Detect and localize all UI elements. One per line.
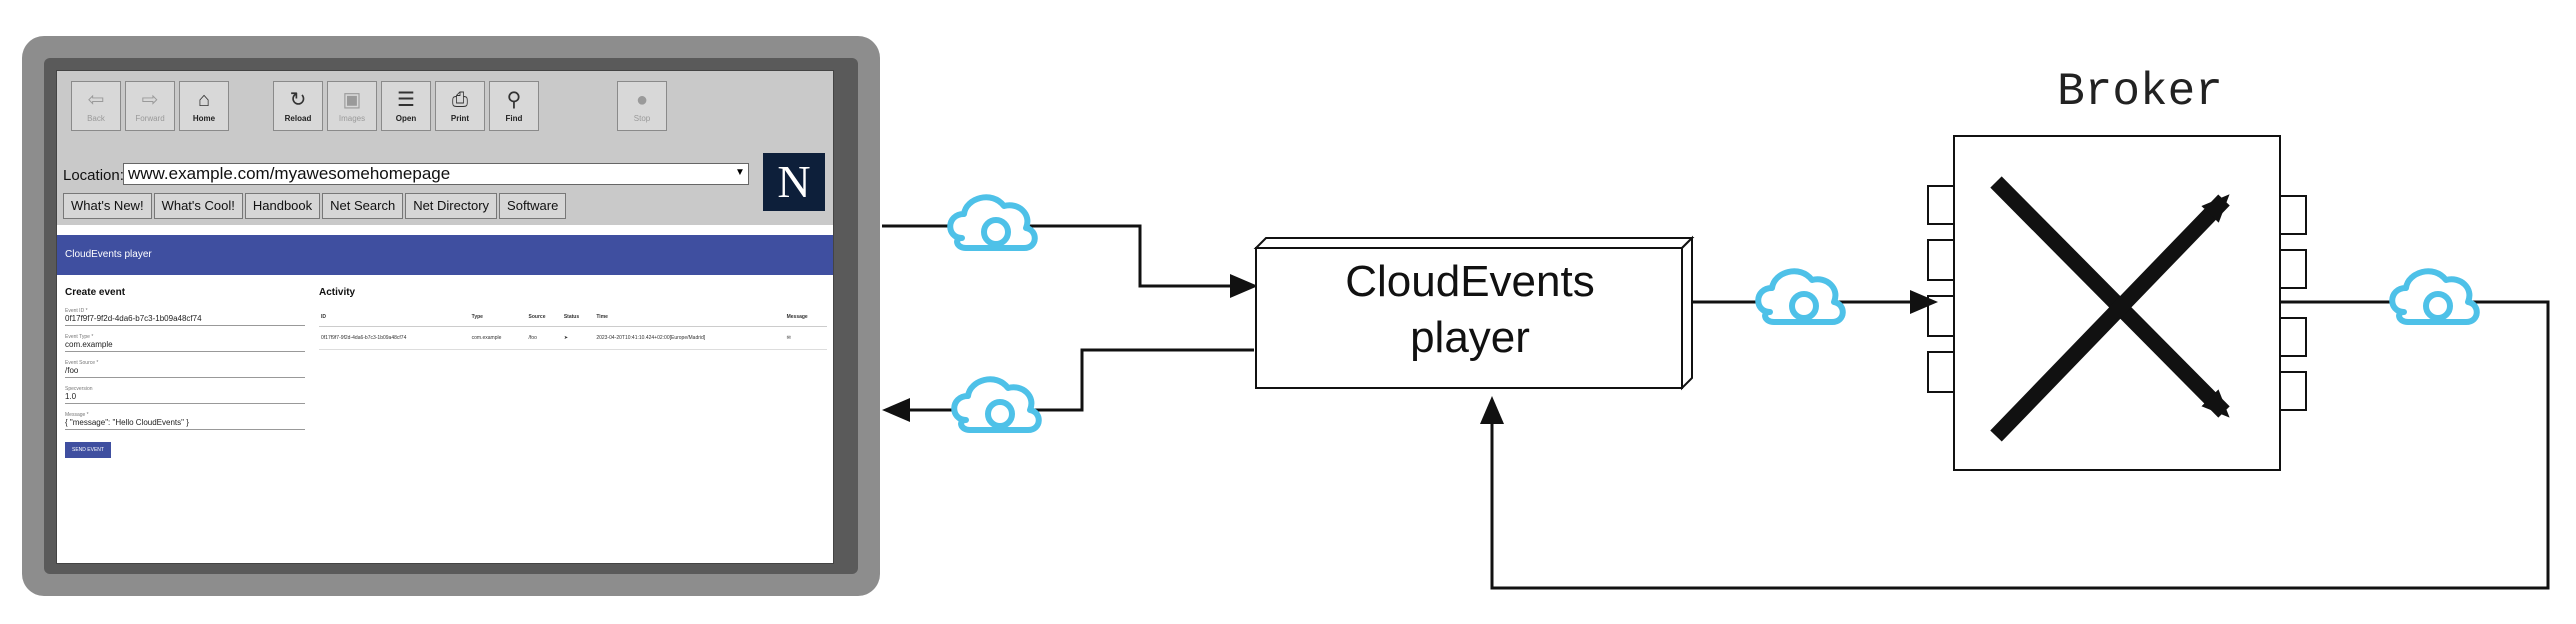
whats-cool-button[interactable]: What's Cool! (153, 193, 243, 219)
dropdown-arrow-icon[interactable]: ▼ (735, 167, 745, 178)
directory-buttons: What's New! What's Cool! Handbook Net Se… (63, 193, 567, 219)
send-event-button[interactable]: SEND EVENT (65, 442, 111, 458)
open-icon: ☰ (397, 88, 415, 111)
stop-button[interactable]: ● Stop (617, 81, 667, 131)
open-button[interactable]: ☰ Open (381, 81, 431, 131)
column-header: ID (319, 308, 470, 327)
cloudevents-player-node (1253, 235, 1695, 391)
net-search-button[interactable]: Net Search (322, 193, 404, 219)
broker-node (1927, 135, 2307, 471)
activity-title: Activity (319, 287, 356, 298)
images-button[interactable]: ▣ Images (327, 81, 377, 131)
home-icon: ⌂ (197, 88, 211, 111)
message-field[interactable]: Message * { "message": "Hello CloudEvent… (65, 412, 305, 430)
images-icon: ▣ (342, 88, 362, 111)
find-icon: ⚲ (506, 88, 522, 111)
connector-browser-to-player (882, 224, 1258, 298)
whats-new-button[interactable]: What's New! (63, 193, 152, 219)
column-header: Message (784, 308, 827, 327)
message-icon[interactable]: ✉ (784, 326, 827, 350)
activity-panel: Activity ID Type Source Status Time Mess… (319, 287, 827, 350)
location-label: Location: (63, 167, 124, 184)
location-bar: Location: www.example.com/myawesomehomep… (57, 157, 833, 225)
cloudevents-icon (951, 376, 1042, 433)
cloudevents-icon (947, 194, 1038, 251)
find-button[interactable]: ⚲ Find (489, 81, 539, 131)
forward-button[interactable]: ⇨ Forward (125, 81, 175, 131)
app-header: CloudEvents player (57, 235, 833, 275)
event-type-field[interactable]: Event Type * com.example (65, 334, 305, 352)
cloudevents-icon (1755, 268, 1846, 325)
home-button[interactable]: ⌂ Home (179, 81, 229, 131)
print-icon: ⎙ (452, 88, 468, 111)
event-id-field[interactable]: Event ID * 0f17f9f7-9f2d-4da6-b7c3-1b09a… (65, 308, 305, 326)
connector-player-to-browser (882, 348, 1254, 422)
column-header: Status (561, 308, 595, 327)
location-input[interactable]: www.example.com/myawesomehomepage (123, 163, 749, 185)
activity-table: ID Type Source Status Time Message 0f17f… (319, 308, 827, 350)
net-directory-button[interactable]: Net Directory (405, 193, 498, 219)
column-header: Time (594, 308, 785, 327)
arrow-right-icon: ⇨ (141, 88, 159, 111)
event-source-field[interactable]: Event Source * /foo (65, 360, 305, 378)
column-header: Type (469, 308, 527, 327)
cloudevents-icon (2389, 268, 2480, 325)
create-event-panel: Create event Event ID * 0f17f9f7-9f2d-4d… (65, 287, 305, 458)
browser-toolbar: ⇦ Back ⇨ Forward ⌂ Home ↻ Reload ▣ Image… (57, 71, 833, 158)
handbook-button[interactable]: Handbook (244, 193, 321, 219)
specversion-select[interactable]: Specversion 1.0 (65, 386, 305, 404)
sent-status-icon: ➤ (561, 326, 595, 350)
broker-title: Broker (2057, 66, 2223, 118)
stop-icon: ● (635, 88, 649, 111)
print-button[interactable]: ⎙ Print (435, 81, 485, 131)
create-event-title: Create event (65, 287, 126, 298)
arrow-left-icon: ⇦ (87, 88, 105, 111)
reload-icon: ↻ (289, 88, 307, 111)
browser-window: ⇦ Back ⇨ Forward ⌂ Home ↻ Reload ▣ Image… (56, 70, 834, 564)
table-row[interactable]: 0f17f9f7-9f2d-4da6-b7c3-1b09a48cf74 com.… (319, 326, 827, 350)
reload-button[interactable]: ↻ Reload (273, 81, 323, 131)
netscape-logo: N (763, 153, 825, 211)
cloudevents-player-label: CloudEvents player (1345, 257, 1595, 362)
column-header: Source (526, 308, 562, 327)
software-button[interactable]: Software (499, 193, 567, 219)
back-button[interactable]: ⇦ Back (71, 81, 121, 131)
